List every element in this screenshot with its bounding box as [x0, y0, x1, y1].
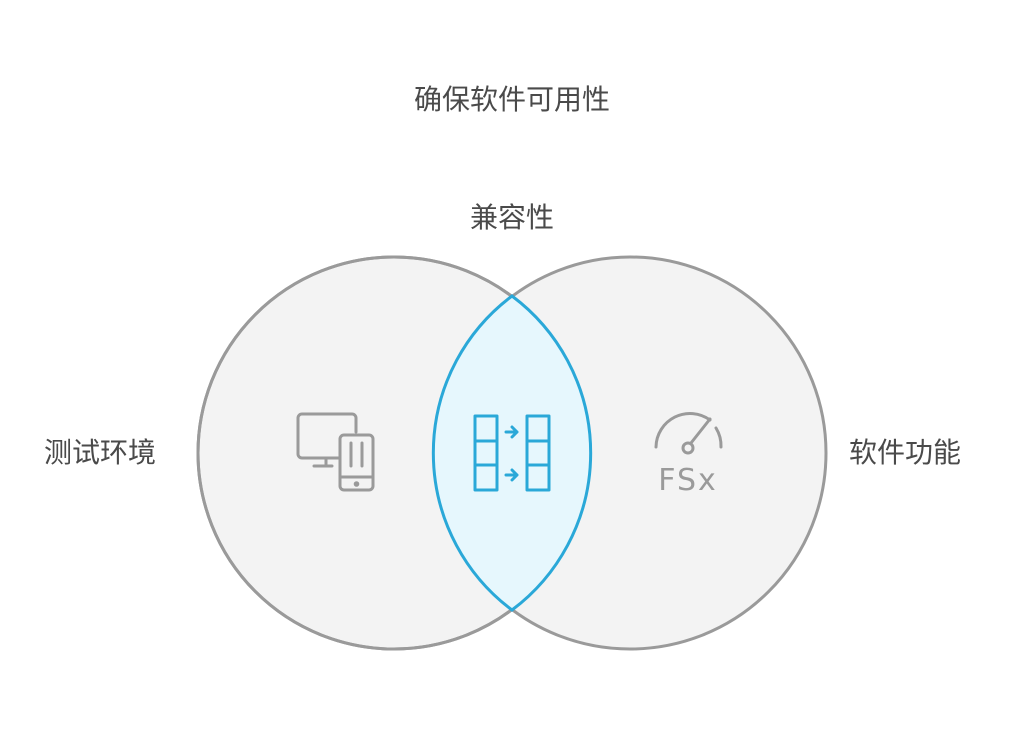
- overlap-region: [431, 257, 593, 649]
- overlap-label: 兼容性: [469, 201, 554, 234]
- diagram-title: 确保软件可用性: [413, 83, 610, 116]
- right-set-label: 软件功能: [849, 436, 962, 469]
- devices-icon: [296, 412, 375, 492]
- gauge-fsx-text: FSx: [658, 463, 718, 498]
- gauge-fsx-icon: FSx: [654, 412, 723, 498]
- left-set-label: 测试环境: [44, 436, 157, 469]
- data-transfer-columns-icon: [473, 414, 551, 492]
